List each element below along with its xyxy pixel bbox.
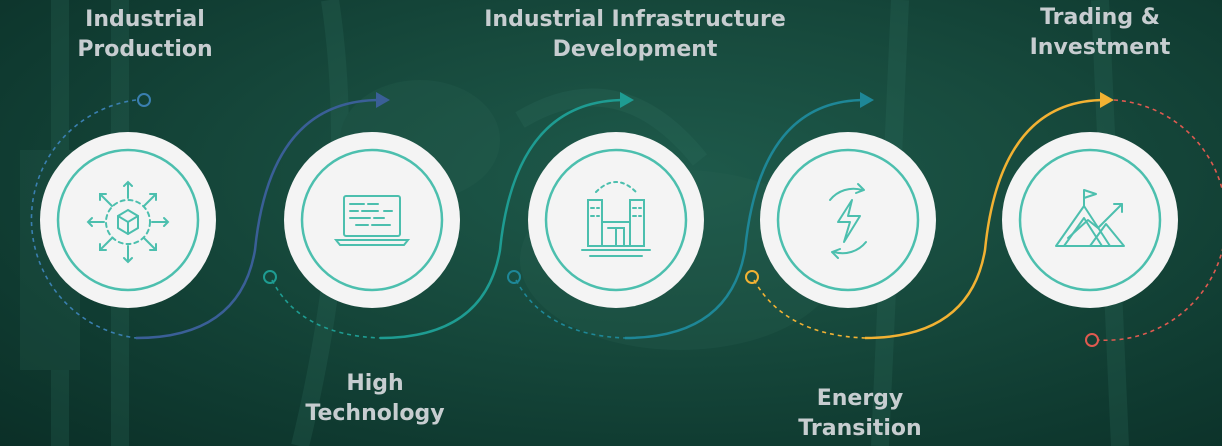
stage-label-trading-investment: Trading & Investment <box>1029 5 1171 60</box>
end-node-marker <box>1085 333 1099 347</box>
connector-dashed-3 <box>515 279 626 339</box>
stage-label-industrial-production: Industrial Production <box>77 7 213 62</box>
node-marker-4 <box>745 270 759 284</box>
node-energy-transition <box>760 132 936 308</box>
connector-arc-2 <box>379 98 626 340</box>
connector-dashed-2 <box>271 279 381 339</box>
node-industrial-infrastructure <box>528 132 704 308</box>
laptop-code-icon <box>333 195 411 246</box>
start-node-marker <box>137 93 151 107</box>
start-dashed-arc <box>30 99 137 339</box>
connector-arc-3 <box>624 98 866 340</box>
arrow-head-3 <box>860 92 874 108</box>
stage-label-high-technology: High Technology <box>305 371 445 426</box>
node-high-technology <box>284 132 460 308</box>
node-trading-investment <box>1002 132 1178 308</box>
cube-expand-icon <box>86 180 170 264</box>
mountain-growth-icon <box>1055 189 1125 247</box>
node-marker-3 <box>507 270 521 284</box>
connector-dashed-4 <box>753 279 866 339</box>
arrow-head-1 <box>376 92 390 108</box>
end-dashed-arc <box>1097 99 1222 342</box>
energy-cycle-icon <box>829 183 867 259</box>
node-industrial-production <box>40 132 216 308</box>
connector-arc-4 <box>864 98 1106 340</box>
arrow-head-4 <box>1100 92 1114 108</box>
stage-label-industrial-infrastructure: Industrial Infrastructure Development <box>484 7 786 62</box>
arrow-head-2 <box>620 92 634 108</box>
connector-arc-1 <box>135 98 381 340</box>
node-marker-2 <box>263 270 277 284</box>
stage-label-energy-transition: Energy Transition <box>798 386 922 441</box>
factory-buildings-icon <box>581 181 651 257</box>
